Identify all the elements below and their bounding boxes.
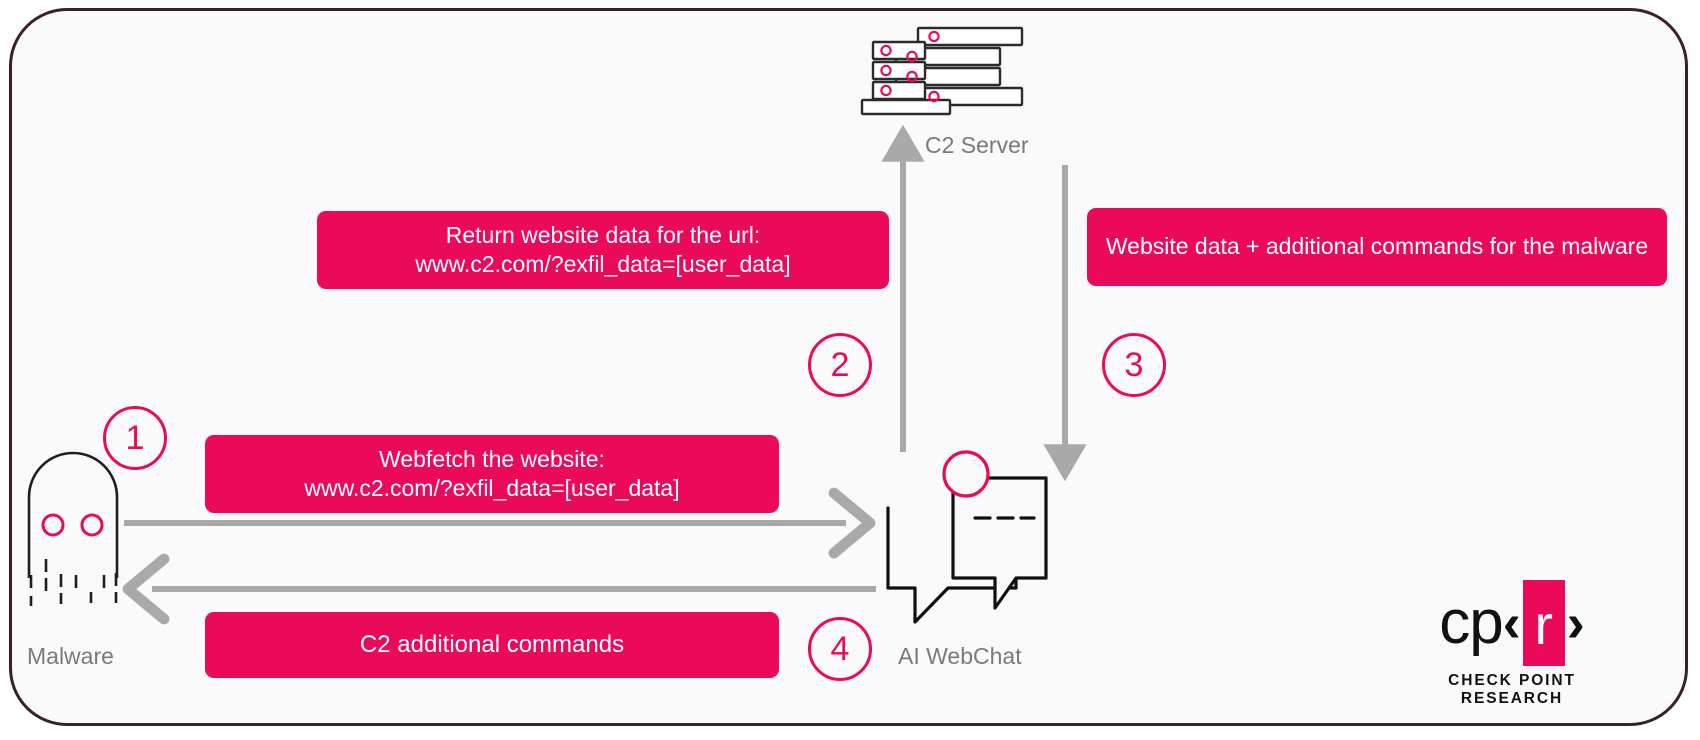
cpr-r-block: r [1522,580,1565,666]
message-step-4: C2 additional commands [205,612,779,678]
cpr-r-text: r [1534,593,1554,656]
node-label-malware: Malware [27,643,114,669]
node-label-c2-server: C2 Server [925,132,1029,158]
check-point-research-logo: cp ‹ r › CHECK POINT RESEARCH [1404,580,1620,707]
step-badge-4: 4 [808,617,872,681]
cpr-tagline: CHECK POINT RESEARCH [1448,672,1576,707]
cpr-wordmark: cp ‹ r › [1404,580,1620,666]
step-badge-2: 2 [808,333,872,397]
step-badge-3: 3 [1102,333,1166,397]
cpr-cp-text: cp [1439,588,1503,657]
message-step-1: Webfetch the website: www.c2.com/?exfil_… [205,435,779,513]
cpr-right-angle-icon: › [1566,593,1585,653]
node-label-ai-webchat: AI WebChat [898,643,1022,669]
message-step-2: Return website data for the url: www.c2.… [317,211,889,289]
step-badge-1: 1 [103,406,167,470]
message-step-3: Website data + additional commands for t… [1087,208,1667,286]
cpr-left-angle-icon: ‹ [1502,593,1521,653]
